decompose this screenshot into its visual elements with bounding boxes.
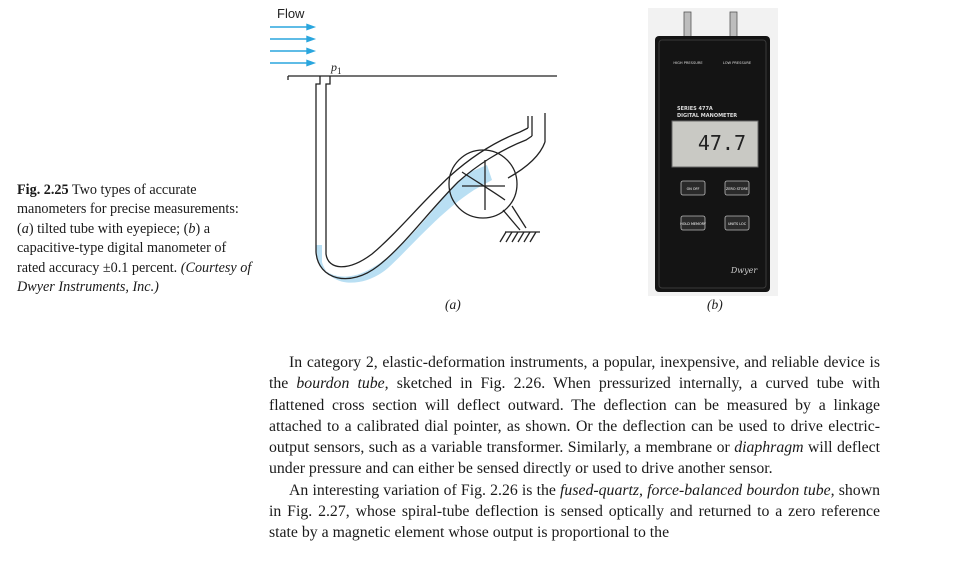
caption-figure-label: Fig. 2.25 bbox=[17, 182, 69, 198]
model-line-2: DIGITAL MANOMETER bbox=[677, 113, 737, 119]
p2-text-a: An interesting variation of Fig. 2.26 is… bbox=[289, 481, 561, 499]
p1-label: p1 bbox=[330, 60, 342, 76]
hold-memory-label: HOLD MEMORY bbox=[680, 222, 707, 226]
caption-text-1: Two types of accurate manometers for pre… bbox=[17, 182, 239, 237]
manometer-liquid bbox=[316, 165, 492, 283]
brand-logo: Dwyer bbox=[730, 266, 759, 275]
u-tube bbox=[315, 76, 546, 280]
p2-text-b: shown in Fig. 2.27, whose spiral-tube de… bbox=[269, 481, 881, 542]
lcd-value: 47.7 bbox=[698, 131, 746, 155]
high-pressure-label: HIGH PRESSURE bbox=[673, 61, 703, 65]
p1-text-b: sketched in Fig. 2.26. When pressurized … bbox=[269, 375, 880, 457]
low-pressure-label: LOW PRESSURE bbox=[723, 61, 752, 65]
paragraph-1: In category 2, elastic-deformation instr… bbox=[269, 352, 880, 480]
figure-b-sublabel: (b) bbox=[707, 297, 723, 312]
flow-label: Flow bbox=[277, 6, 305, 21]
zero-store-label: ZERO STORE bbox=[726, 187, 748, 191]
tilted-tube-manometer-figure: Flow p1 bbox=[270, 6, 557, 283]
duct-wall bbox=[287, 75, 557, 80]
eyepiece bbox=[448, 149, 518, 219]
caption-a: a bbox=[21, 220, 29, 237]
p1-text-a: In category 2, elastic-deformation instr… bbox=[269, 354, 880, 393]
term-fused-quartz-bourdon-tube: fused-quartz, force-balanced bourdon tub… bbox=[560, 481, 835, 499]
on-off-label: ON OFF bbox=[687, 187, 700, 191]
figure-a-sublabel: (a) bbox=[445, 297, 461, 312]
units-loc-label: UNITS LOC bbox=[728, 222, 747, 226]
p1-text-c: will deflect under pressure and can eith… bbox=[269, 439, 880, 478]
caption-b: b bbox=[188, 220, 196, 237]
lcd-display bbox=[671, 120, 759, 168]
body-text: In category 2, elastic-deformation instr… bbox=[269, 352, 880, 544]
flow-arrows bbox=[270, 23, 317, 67]
caption-text-2: ) tilted tube with eyepiece; ( bbox=[28, 220, 189, 237]
paragraph-2: An interesting variation of Fig. 2.26 is… bbox=[269, 480, 880, 544]
hold-memory-button bbox=[680, 215, 706, 231]
zero-store-button bbox=[724, 180, 750, 196]
caption-courtesy: (Courtesy of Dwyer Instruments, Inc.) bbox=[17, 259, 252, 296]
keypad: ON OFF ZERO STORE HOLD MEMORY UNITS LOC bbox=[680, 180, 750, 231]
figure-caption: Fig. 2.25 Two types of accurate manomete… bbox=[17, 181, 257, 297]
model-line-1: SERIES 477A bbox=[677, 106, 713, 112]
term-diaphragm: diaphragm bbox=[734, 439, 804, 457]
support-stand bbox=[499, 205, 540, 243]
digital-manometer-photo: HIGH PRESSURE LOW PRESSURE SERIES 477A D… bbox=[648, 8, 778, 296]
on-off-button bbox=[680, 180, 706, 196]
units-loc-button bbox=[724, 215, 750, 231]
term-bourdon-tube: bourdon tube, bbox=[296, 375, 389, 393]
caption-text-3: ) a capacitive-type digital manometer of… bbox=[17, 220, 227, 276]
